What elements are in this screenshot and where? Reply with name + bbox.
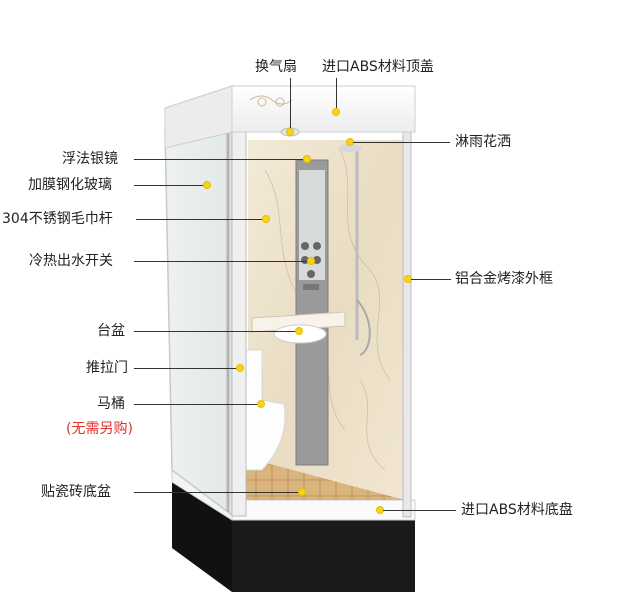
marker-vent-fan (287, 129, 293, 135)
marker-silver-mirror (304, 156, 310, 162)
marker-toilet (258, 401, 264, 407)
label-top-cover: 进口ABS材料顶盖 (322, 59, 434, 75)
marker-shower (347, 139, 353, 145)
base-front-face (232, 515, 415, 592)
label-shower: 淋雨花洒 (455, 134, 511, 150)
right-frame (402, 131, 412, 518)
marker-frame (405, 276, 411, 282)
left-glass-panel (164, 98, 233, 517)
label-toilet-note: (无需另购) (66, 421, 133, 437)
label-frame: 铝合金烤漆外框 (455, 271, 553, 287)
leader-base-tray (383, 510, 456, 511)
toilet-shape (245, 349, 286, 471)
leader-frame (411, 279, 451, 280)
leader-top-cover (336, 78, 337, 108)
leader-water-switch (134, 261, 308, 262)
label-silver-mirror: 浮法银镜 (62, 151, 118, 167)
leader-basin (134, 331, 296, 332)
label-base-tray: 进口ABS材料底盘 (461, 502, 573, 518)
marker-water-switch (308, 258, 314, 264)
label-vent-fan: 换气扇 (255, 59, 297, 75)
marker-base-tray (377, 507, 383, 513)
label-tempered-glass: 加膜钢化玻璃 (28, 177, 112, 193)
basin-counter (251, 311, 346, 333)
marker-tile-base (299, 489, 305, 495)
leader-sliding-door (134, 368, 237, 369)
leader-silver-mirror (134, 159, 304, 160)
leader-vent-fan (290, 78, 291, 128)
leader-tile-base (134, 492, 299, 493)
leader-shower (353, 142, 450, 143)
marker-towel-bar (263, 216, 269, 222)
label-water-switch: 冷热出水开关 (29, 253, 113, 269)
leader-towel-bar (136, 219, 263, 220)
leader-tempered-glass (134, 185, 204, 186)
leader-toilet (134, 404, 258, 405)
label-tile-base: 贴瓷砖底盆 (41, 484, 111, 500)
label-toilet: 马桶 (97, 396, 125, 412)
marker-basin (296, 328, 302, 334)
marker-sliding-door (237, 365, 243, 371)
label-sliding-door: 推拉门 (86, 360, 128, 376)
label-basin: 台盆 (97, 323, 125, 339)
label-towel-bar: 304不锈钢毛巾杆 (2, 211, 113, 227)
sliding-door-frame (231, 127, 247, 517)
marker-tempered-glass (204, 182, 210, 188)
marker-top-cover (333, 109, 339, 115)
